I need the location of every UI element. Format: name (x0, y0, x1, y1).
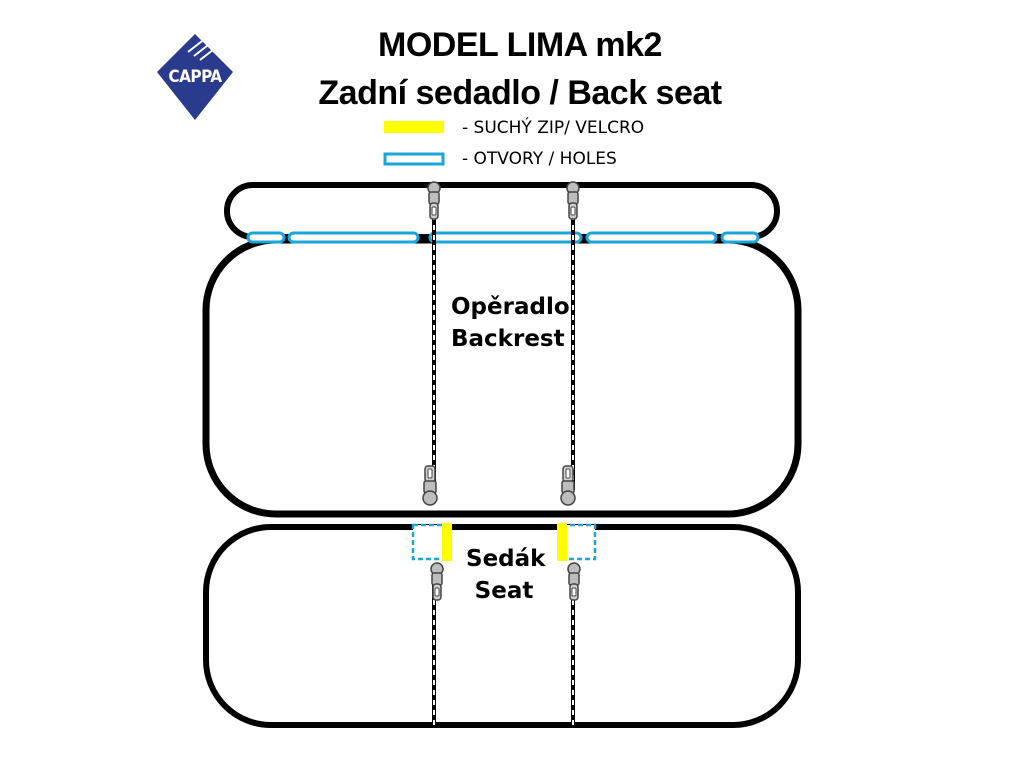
hole-4 (585, 231, 718, 244)
zipper-seat-right-icon (567, 562, 581, 601)
zipper-backrest-right-icon (560, 465, 576, 506)
velcro-strip-left (442, 523, 452, 561)
seat-hole-left (411, 523, 447, 561)
hole-2 (287, 231, 420, 244)
headrest-strip (224, 182, 780, 240)
backrest-panel (202, 236, 802, 518)
holes-swatch (383, 152, 445, 166)
velcro-strip-right (557, 523, 567, 561)
zipper-top-right-icon (566, 181, 580, 220)
hole-1 (246, 231, 286, 244)
backrest-label-en: Backrest (451, 326, 565, 352)
seat-label: Sedák Seat (466, 543, 546, 607)
cappa-logo: CAPPA (157, 34, 233, 120)
zipper-seams (432, 195, 575, 726)
velcro-swatch (384, 121, 444, 133)
zipper-backrest-left-icon (422, 465, 438, 506)
seat-label-cz: Sedák (466, 546, 546, 572)
backrest-label: Opěradlo Backrest (451, 291, 570, 355)
title-line-2: Zadní sedadlo / Back seat (318, 74, 722, 112)
zipper-seat-left-icon (430, 562, 444, 601)
title-line-1: MODEL LIMA mk2 (378, 26, 662, 64)
hole-5 (720, 231, 760, 244)
holes-row (246, 231, 760, 244)
legend-holes-label: - OTVORY / HOLES (462, 149, 617, 169)
legend-velcro-label: - SUCHÝ ZIP/ VELCRO (462, 118, 645, 138)
hole-3 (428, 231, 583, 244)
backrest-label-cz: Opěradlo (451, 294, 570, 320)
zipper-top-left-icon (427, 181, 441, 220)
seat-label-en: Seat (474, 578, 534, 604)
seat-panel (203, 524, 801, 728)
svg-text:CAPPA: CAPPA (168, 67, 222, 87)
